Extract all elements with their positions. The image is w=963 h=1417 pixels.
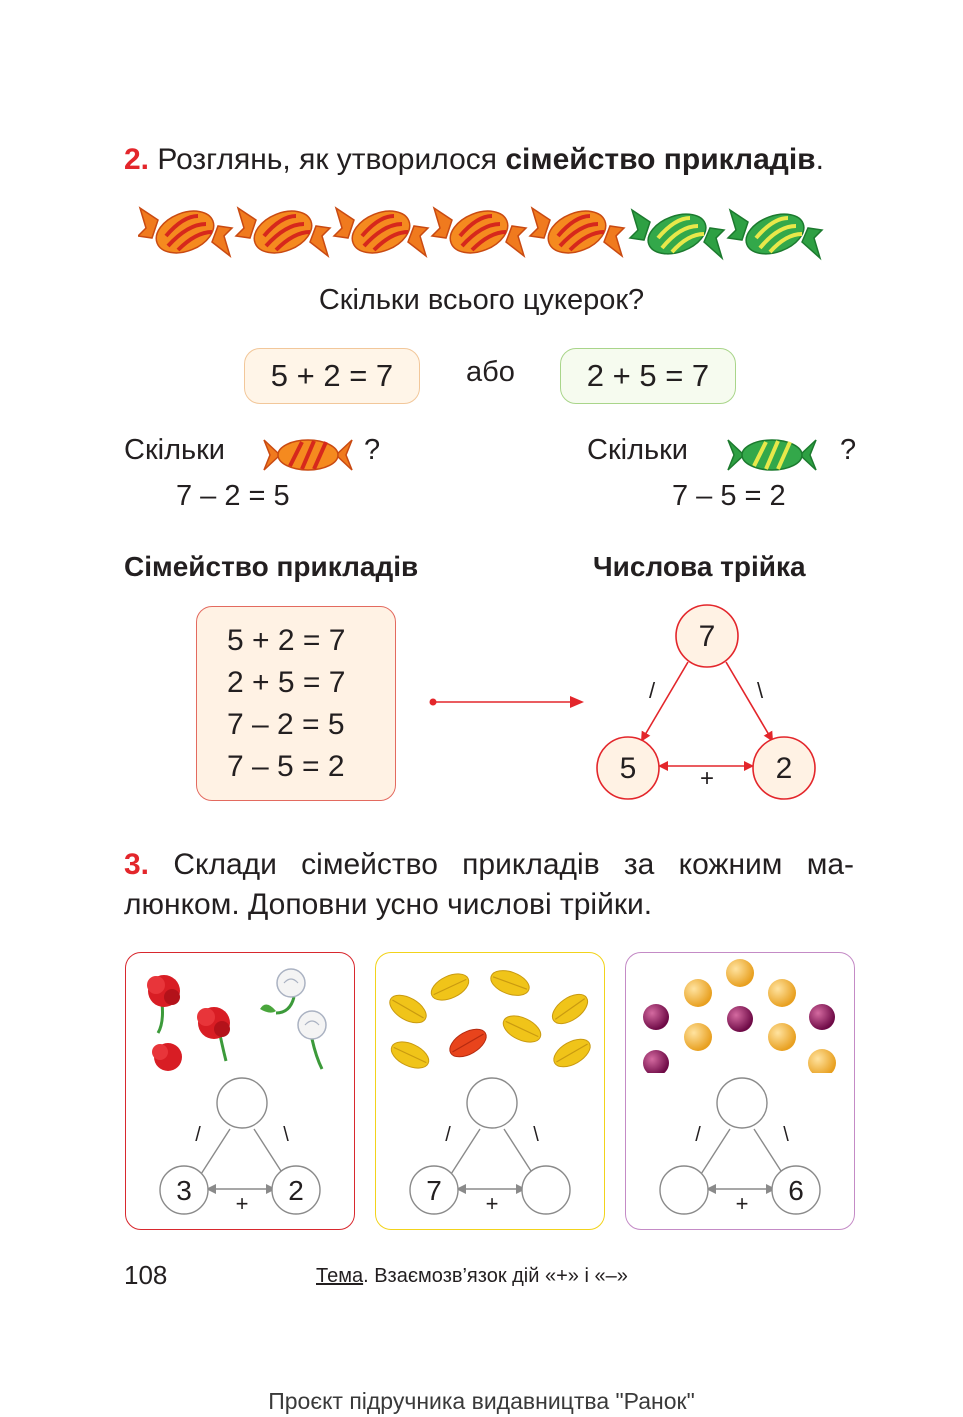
- or-word: або: [466, 356, 515, 388]
- triple-heading: Числова трійка: [593, 551, 806, 582]
- minus-slash-right: \: [757, 678, 764, 703]
- leaves-illustration: [384, 965, 596, 1073]
- how-many-equation-2: 7 – 5 = 2: [672, 480, 786, 512]
- task3-number: 3.: [124, 848, 150, 881]
- minus-slash-right: \: [283, 1124, 289, 1146]
- yellow-leaf-icon: [486, 965, 534, 1001]
- task2-text-bold: сімейство прикладів: [505, 143, 816, 176]
- family-equation: 2 + 5 = 7: [227, 666, 346, 699]
- purple-berry-icon: [809, 1004, 835, 1030]
- task2-text-end: .: [815, 143, 824, 176]
- panel-flowers: 3 2 / \ +: [125, 952, 355, 1230]
- candy-row: [138, 201, 824, 264]
- yellow-leaf-icon: [386, 1035, 434, 1073]
- equation-box-1: 5 + 2 = 7: [244, 348, 420, 404]
- minus-slash-right: \: [783, 1124, 789, 1146]
- white-rose-icon: [297, 1010, 327, 1070]
- orange-berry-icon: [684, 1023, 712, 1051]
- number-triple-flowers: 3 2 / \ +: [159, 1077, 321, 1216]
- yellow-leaf-icon: [426, 967, 474, 1007]
- green-candy-icon: [727, 439, 817, 471]
- minus-slash-left: /: [195, 1124, 201, 1146]
- triple-left-value: 5: [620, 752, 637, 785]
- family-equations-box: 5 + 2 = 7 2 + 5 = 7 7 – 2 = 5 7 – 5 = 2: [196, 606, 396, 801]
- orange-candy-icon: [263, 439, 353, 471]
- equation-box-2: 2 + 5 = 7: [560, 348, 736, 404]
- plus-sign: +: [736, 1191, 749, 1216]
- flowers-illustration: [147, 968, 327, 1071]
- yellow-leaf-icon: [548, 1032, 596, 1073]
- page-number: 108: [124, 1260, 168, 1290]
- how-many-label-2: Скільки: [587, 434, 688, 466]
- task2-text: Розглянь, як утворилося: [157, 143, 506, 176]
- how-many-label-1: Скільки: [124, 434, 225, 466]
- how-many-qmark-1: ?: [364, 434, 381, 466]
- triple-right-value: 2: [776, 752, 793, 785]
- orange-candy-icon: [138, 201, 234, 263]
- task3-line1: 3. Склади сімейство прикладів за кожним …: [124, 845, 854, 885]
- triple-right-value: 6: [788, 1175, 804, 1206]
- how-many-equation-1: 7 – 2 = 5: [176, 480, 290, 512]
- task3-text-1: Склади сімейство прикладів за кожним ма-: [173, 848, 854, 881]
- minus-slash-left: /: [695, 1124, 701, 1146]
- poppy-icon: [197, 1007, 230, 1062]
- minus-slash-left: /: [649, 678, 656, 703]
- purple-berry-icon: [643, 1050, 669, 1073]
- purple-berry-icon: [643, 1004, 669, 1030]
- orange-berry-icon: [768, 1023, 796, 1051]
- topic-line: Тема. Взаємозв’язок дій «+» і «–»: [316, 1265, 628, 1288]
- yellow-leaf-icon: [546, 987, 594, 1031]
- orange-candy-icon: [234, 201, 332, 263]
- family-heading: Сімейство прикладів: [124, 551, 419, 582]
- orange-berry-icon: [808, 1049, 836, 1073]
- purple-berry-icon: [727, 1006, 753, 1032]
- connector-arrow: [429, 696, 584, 708]
- number-triple-example: 7 5 2 / \ +: [596, 604, 816, 800]
- orange-candy-icon: [430, 201, 528, 263]
- triple-right-value: 2: [288, 1175, 304, 1206]
- poppy-icon: [152, 1043, 182, 1071]
- orange-berry-icon: [684, 979, 712, 1007]
- task3-line2: люнком. Доповни усно числові трійки.: [124, 888, 653, 921]
- triple-top-value: 7: [699, 620, 716, 653]
- topic-label: Тема: [316, 1265, 364, 1287]
- question-total: Скільки всього цукерок?: [318, 284, 645, 316]
- white-rose-icon: [260, 968, 306, 1015]
- poppy-icon: [147, 975, 180, 1034]
- plus-sign: +: [486, 1191, 499, 1216]
- minus-slash-right: \: [533, 1124, 539, 1146]
- plus-sign: +: [236, 1191, 249, 1216]
- green-candy-icon: [726, 204, 824, 264]
- number-triple-berries: 6 / \ +: [659, 1077, 821, 1216]
- orange-candy-icon: [332, 201, 430, 263]
- triple-left-value: 3: [176, 1175, 192, 1206]
- orange-candy-icon: [528, 201, 626, 263]
- red-leaf-icon: [444, 1022, 492, 1064]
- plus-sign: +: [700, 765, 714, 792]
- minus-slash-left: /: [445, 1124, 451, 1146]
- family-equation: 7 – 2 = 5: [227, 708, 345, 741]
- task2-number: 2.: [124, 143, 150, 176]
- task2-heading: 2. Розглянь, як утворилося сімейство при…: [124, 140, 824, 180]
- triple-left-value: 7: [426, 1175, 442, 1206]
- orange-berry-icon: [726, 959, 754, 987]
- publisher-line: Проєкт підручника видавництва "Ранок": [268, 1388, 695, 1414]
- number-triple-leaves: 7 / \ +: [409, 1077, 571, 1216]
- berries-illustration: [643, 959, 836, 1073]
- how-many-qmark-2: ?: [840, 434, 857, 466]
- topic-text: . Взаємозв’язок дій «+» і «–»: [363, 1265, 628, 1287]
- orange-berry-icon: [768, 979, 796, 1007]
- panel-berries: 6 / \ +: [625, 952, 855, 1230]
- panel-leaves: 7 / \ +: [375, 952, 605, 1230]
- family-equation: 7 – 5 = 2: [227, 750, 345, 783]
- yellow-leaf-icon: [498, 1009, 546, 1049]
- green-candy-icon: [628, 204, 726, 264]
- yellow-leaf-icon: [384, 988, 432, 1030]
- family-equation: 5 + 2 = 7: [227, 624, 346, 657]
